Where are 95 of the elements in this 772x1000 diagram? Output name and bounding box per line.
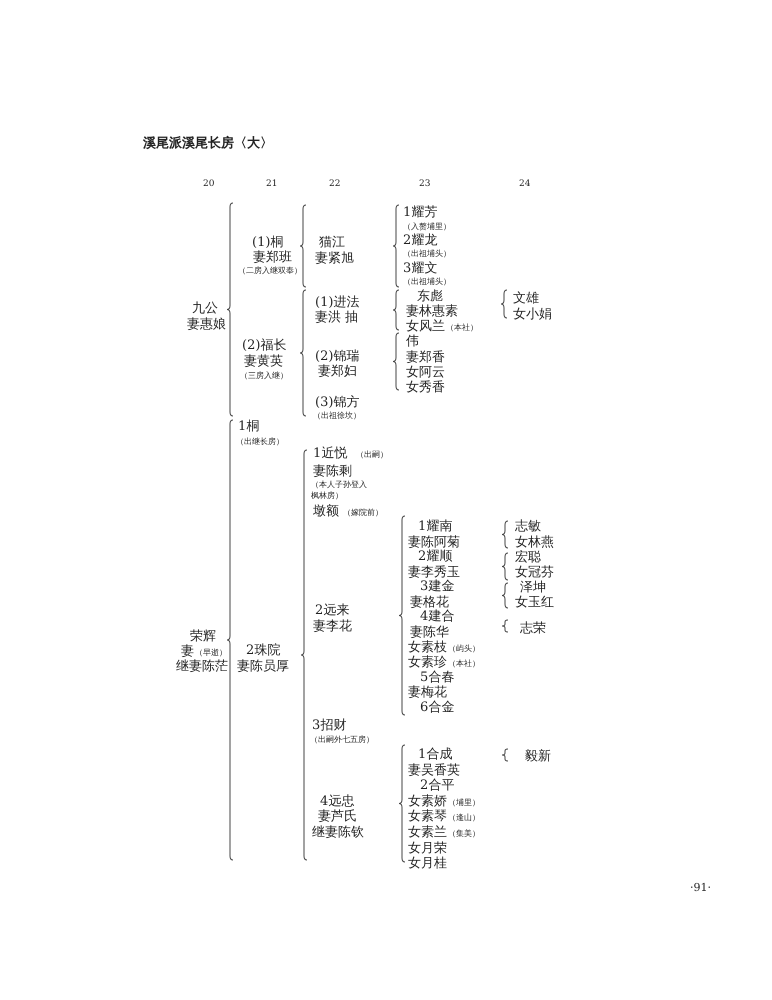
name-text: 2耀顺 — [418, 550, 452, 563]
annotation-note: （嫁院前） — [343, 509, 383, 517]
name-text: 妻格花 — [410, 596, 449, 609]
name-text: 妻 — [181, 645, 194, 658]
name-text: 志荣 — [520, 622, 546, 635]
name-text: 5合春 — [420, 671, 454, 684]
name-text: 妻李花 — [313, 620, 352, 633]
name-text: (2)福长 — [242, 339, 286, 352]
annotation-note: （早逝） — [195, 649, 227, 657]
annotation-note: （出嗣） — [356, 451, 388, 459]
generation-number: 21 — [266, 180, 278, 189]
annotation-note: （埔里） — [448, 799, 480, 807]
generation-number: 22 — [329, 180, 340, 189]
name-text: 妻黄英 — [244, 355, 283, 368]
name-text: 猫江 — [319, 236, 345, 249]
annotation-note: （三房入继） — [240, 372, 288, 380]
annotation-note: （入赘埔里） — [403, 223, 451, 231]
name-text: (2)锦瑞 — [315, 350, 360, 363]
name-text: 1桐 — [238, 420, 260, 433]
annotation-note: （逢山） — [448, 814, 480, 822]
name-text: 2远来 — [315, 604, 350, 617]
annotation-note: （二房入继双奉） — [238, 267, 302, 275]
name-text: 妻郑香 — [406, 351, 445, 364]
name-text: 1耀芳 — [403, 206, 438, 219]
annotation-note: 枫林房） — [311, 492, 343, 500]
name-text: 女月荣 — [408, 842, 447, 855]
name-text: 妻郑班 — [253, 251, 292, 264]
generation-number: 20 — [203, 180, 214, 189]
name-text: 1合成 — [418, 748, 452, 761]
name-text: 九公 — [192, 302, 218, 315]
name-text: 东彪 — [417, 290, 443, 303]
name-text: 女素珍 — [408, 656, 447, 669]
title: 溪尾派溪尾长房〈大〉 — [143, 137, 273, 150]
name-text: 女风兰 — [406, 320, 445, 333]
name-text: 妻洪 抽 — [315, 311, 358, 324]
name-text: 女秀香 — [406, 381, 445, 394]
name-text: 女素娇 — [408, 795, 447, 808]
annotation-note: （出祖埔头） — [403, 278, 451, 286]
name-text: 女林燕 — [515, 536, 554, 549]
annotation-note: （出继长房） — [236, 438, 284, 446]
name-text: 6合金 — [420, 701, 454, 714]
generation-number: 24 — [519, 180, 530, 189]
name-text: 荣辉 — [190, 630, 216, 643]
name-text: 女素枝 — [408, 641, 447, 654]
annotation-note: （本人子孙登入 — [311, 481, 367, 489]
name-text: 女素琴 — [408, 810, 447, 823]
annotation-note: （集美） — [448, 830, 480, 838]
name-text: 宏聪 — [515, 551, 541, 564]
name-text: 志敏 — [515, 520, 541, 533]
annotation-note: （本社） — [448, 660, 480, 668]
name-text: 继妻陈钦 — [312, 826, 364, 839]
annotation-note: （本社） — [446, 324, 478, 332]
name-text: 文雄 — [513, 292, 539, 305]
name-text: 4建合 — [420, 610, 454, 623]
name-text: 泽坤 — [520, 581, 546, 594]
name-text: 2耀龙 — [403, 234, 438, 247]
name-text: 3耀文 — [403, 262, 438, 275]
name-text: 妻芦氏 — [318, 810, 357, 823]
name-text: (1)桐 — [252, 236, 284, 249]
annotation-note: （屿头） — [448, 645, 480, 653]
generation-number: 23 — [419, 180, 430, 189]
name-text: 毅新 — [525, 750, 551, 763]
name-text: 妻李秀玉 — [408, 566, 460, 579]
name-text: 妻吴香英 — [408, 764, 460, 777]
name-text: 2珠院 — [246, 644, 280, 657]
page-number: ·91· — [690, 882, 711, 893]
name-text: 3招财 — [312, 719, 346, 732]
name-text: 1耀南 — [418, 520, 452, 533]
name-text: 3建金 — [420, 580, 454, 593]
annotation-note: （出祖徐坎） — [313, 412, 361, 420]
annotation-note: （出祖埔头） — [403, 250, 451, 258]
name-text: 妻陈员厚 — [237, 660, 289, 673]
name-text: 1近悦 — [313, 447, 348, 460]
name-text: 继妻陈茫 — [176, 660, 228, 673]
name-text: 妻梅花 — [408, 686, 447, 699]
annotation-note: （出嗣外七五房） — [310, 736, 374, 744]
name-text: 女玉红 — [515, 596, 554, 609]
name-text: 女月桂 — [408, 857, 447, 870]
name-text: (3)锦方 — [315, 396, 360, 409]
name-text: (1)进法 — [315, 296, 360, 309]
name-text: 妻陈华 — [410, 626, 449, 639]
name-text: 墩额 — [313, 505, 339, 518]
name-text: 妻郑妇 — [318, 365, 357, 378]
name-text: 4远忠 — [320, 795, 354, 808]
name-text: 女素兰 — [408, 826, 447, 839]
name-text: 伟 — [406, 335, 419, 348]
name-text: 2合平 — [420, 779, 454, 792]
name-text: 妻林惠素 — [406, 305, 458, 318]
name-text: 女冠芬 — [515, 566, 554, 579]
name-text: 妻陈阿菊 — [408, 536, 460, 549]
name-text: 妻陈剩 — [313, 465, 352, 478]
name-text: 女小娟 — [513, 308, 552, 321]
name-text: 妻惠娘 — [187, 318, 226, 331]
name-text: 妻紧旭 — [315, 252, 354, 265]
name-text: 女阿云 — [406, 366, 445, 379]
